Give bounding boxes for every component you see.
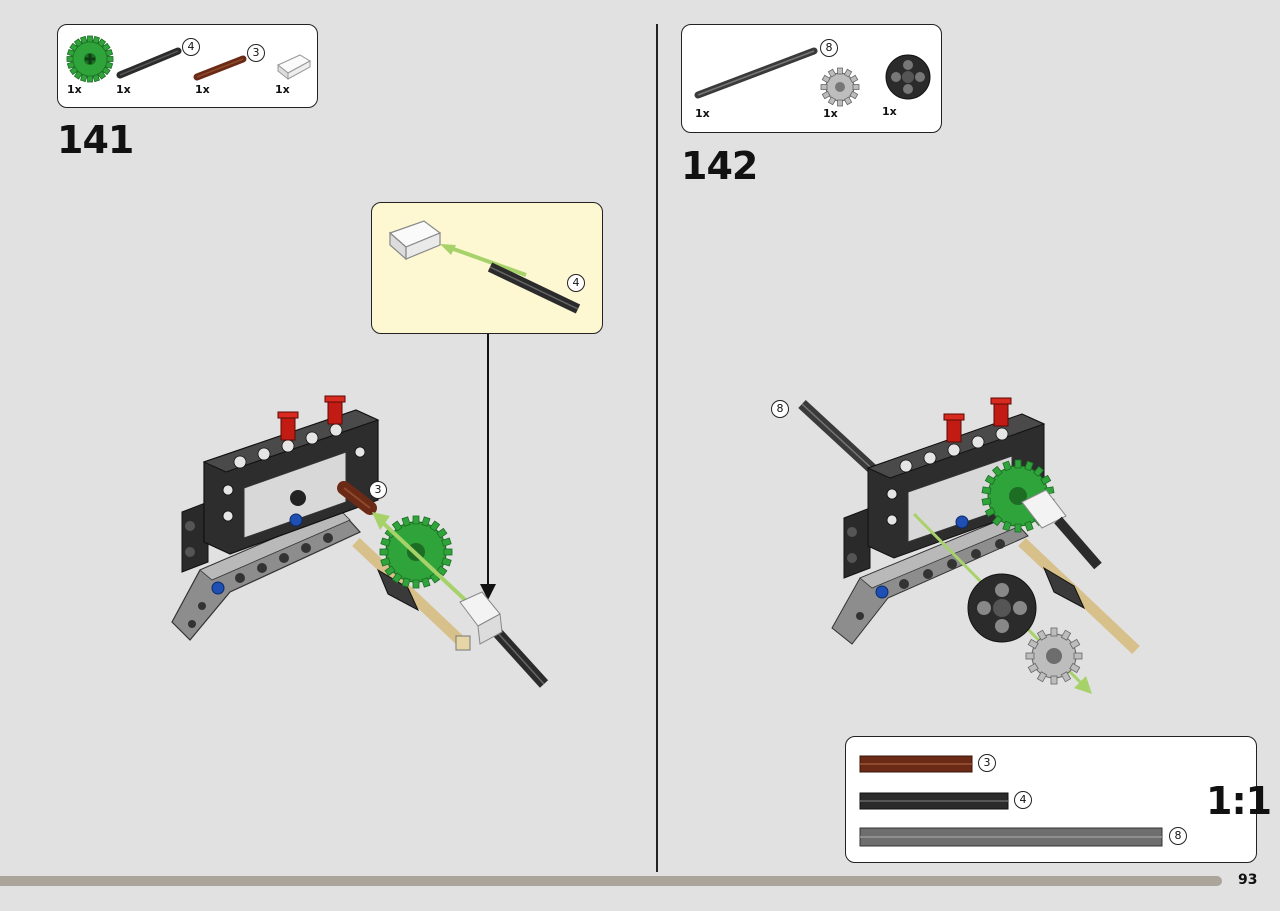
axle-length-8-badge: 8 [820, 39, 838, 57]
page-divider [656, 24, 658, 872]
scale-brown-axle-3 [859, 755, 973, 773]
white-connector-icon [277, 54, 312, 81]
grey-gear-icon [820, 67, 860, 107]
quantity-grey-gear: 1x [823, 107, 838, 120]
callout-black-axle-icon [487, 262, 581, 314]
scale-badge-8: 8 [1169, 827, 1187, 845]
grey-axle-length-8-badge: 8 [771, 400, 789, 418]
page-number: 93 [1238, 872, 1258, 888]
green-gear-icon [66, 35, 114, 83]
black-gear-hub-icon [885, 54, 931, 100]
scale-badge-3: 3 [978, 754, 996, 772]
page-footer-bar [0, 876, 1222, 886]
quantity-brown-axle: 1x [195, 83, 210, 96]
model-step-142 [798, 397, 1140, 694]
parts-list-step-141: 1x 1x 4 1x 3 1x [57, 24, 318, 108]
scale-badge-4: 4 [1014, 791, 1032, 809]
parts-list-step-142: 1x 8 1x [681, 24, 942, 133]
quantity-black-axle: 1x [116, 83, 131, 96]
scale-guide-panel: 3 4 8 1:1 [845, 736, 1272, 863]
callout-connector-icon [388, 220, 442, 261]
axle-length-4-badge: 4 [182, 38, 200, 56]
quantity-green-gear: 1x [67, 83, 82, 96]
brown-axle-icon [193, 55, 247, 81]
callout-down-arrow [480, 334, 496, 600]
black-axle-icon [116, 47, 182, 79]
sub-assembly-callout: 4 [371, 202, 603, 334]
scale-black-axle-4 [859, 792, 1009, 810]
callout-axle-length-4-badge: 4 [567, 274, 585, 292]
step-number-142: 142 [681, 144, 758, 188]
scale-grey-axle-8 [859, 827, 1163, 847]
scale-label: 1:1 [1206, 779, 1272, 823]
step-number-141: 141 [57, 118, 134, 162]
callout-insert-arrow [440, 244, 527, 277]
quantity-grey-axle: 1x [695, 107, 710, 120]
brown-axle-length-3-badge: 3 [369, 481, 387, 499]
model-step-141 [171, 395, 549, 688]
quantity-black-gear-hub: 1x [882, 105, 897, 118]
axle-length-3-badge: 3 [247, 44, 265, 62]
grey-axle-icon [694, 47, 818, 99]
quantity-white-connector: 1x [275, 83, 290, 96]
